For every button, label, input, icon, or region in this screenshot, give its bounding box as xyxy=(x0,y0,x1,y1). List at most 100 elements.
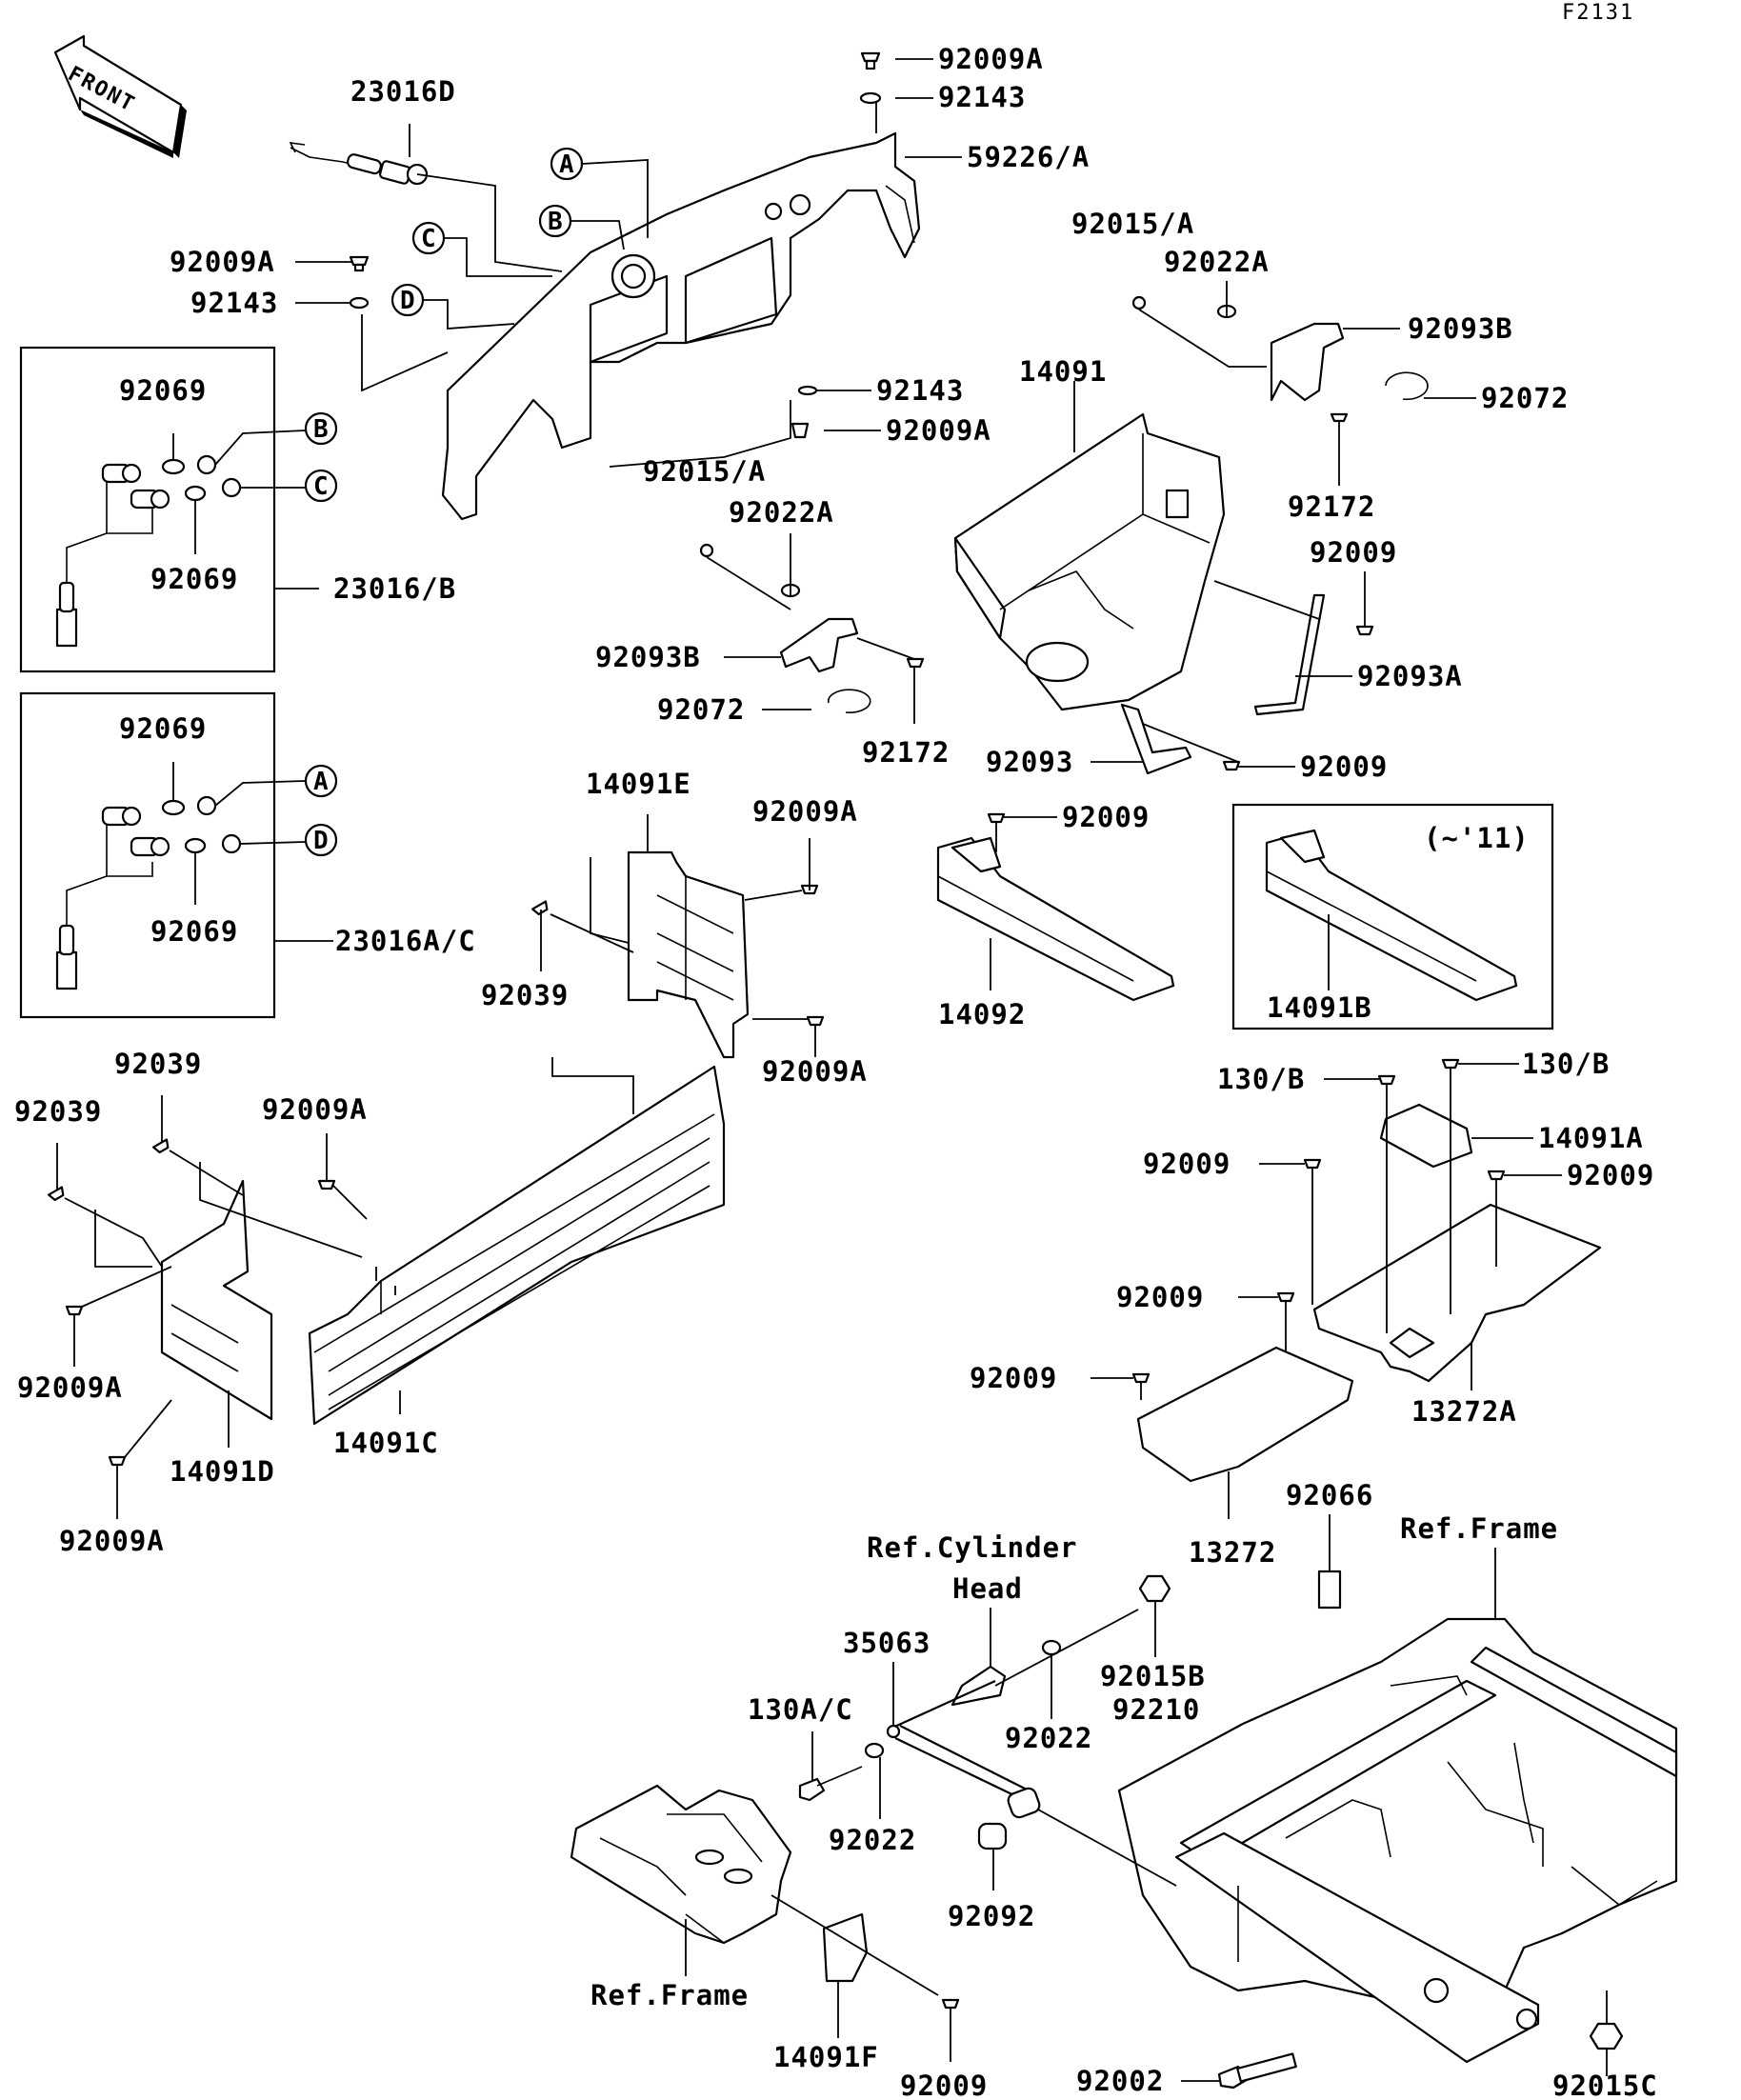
label-92009a-e2: 92009A xyxy=(762,1055,868,1088)
grommet-c-icon xyxy=(221,477,242,498)
part-23016b-harness xyxy=(55,463,170,648)
part-14091e-panel xyxy=(627,850,750,1059)
part-13272-plate xyxy=(1136,1346,1354,1483)
label-92069-b1: 92069 xyxy=(119,374,207,407)
label-130b-2: 130/B xyxy=(1522,1048,1610,1080)
leader xyxy=(169,1150,244,1196)
part-23016ac-harness xyxy=(55,806,170,990)
bolt-92009-r3-icon xyxy=(1276,1291,1295,1303)
nut-92015a-mid-icon xyxy=(699,543,714,558)
bolt-92009a-top-icon xyxy=(860,51,881,70)
bolt-92009-r2-icon xyxy=(1487,1170,1506,1181)
label-92009-right2: 92009 xyxy=(1300,750,1388,783)
label-92072-mid: 92072 xyxy=(657,693,745,726)
bolt-92009-right1-icon xyxy=(1355,625,1374,636)
callout-b-box: B xyxy=(304,411,338,446)
bolt-92009a-e2-icon xyxy=(806,1015,825,1027)
label-92092: 92092 xyxy=(948,1900,1035,1932)
label-14091c: 14091C xyxy=(333,1427,439,1459)
label-92022-2: 92022 xyxy=(829,1824,916,1856)
part-92093-bracket xyxy=(1120,703,1192,775)
leader xyxy=(423,299,515,330)
washer-92022-1-icon xyxy=(1041,1639,1062,1656)
label-92093: 92093 xyxy=(986,746,1073,778)
bolt-92009a-mid-icon xyxy=(790,422,810,439)
bolt-92009a-c-icon xyxy=(317,1179,336,1190)
cap-92069-b1-icon xyxy=(161,458,186,475)
label-130ac: 130A/C xyxy=(748,1693,853,1726)
bolt-92009-r4-icon xyxy=(1131,1372,1151,1384)
bolt-92172-right-icon xyxy=(1330,412,1349,423)
label-92069-b2: 92069 xyxy=(150,563,238,595)
label-14091: 14091 xyxy=(1019,355,1107,388)
callout-d-top: D xyxy=(390,283,425,317)
box-23016b xyxy=(19,346,276,673)
label-92143-mid: 92143 xyxy=(876,374,964,407)
label-92009a-d1: 92009A xyxy=(17,1371,123,1404)
label-92015a-right: 92015/A xyxy=(1071,208,1194,240)
label-92022-1: 92022 xyxy=(1005,1722,1092,1754)
bolt-92002-icon xyxy=(1217,2052,1297,2090)
label-92009a-d2: 92009A xyxy=(59,1525,165,1557)
label-92002: 92002 xyxy=(1076,2065,1164,2097)
note-ref-frame-right: Ref.Frame xyxy=(1400,1512,1558,1545)
part-13272a-plate xyxy=(1312,1203,1602,1383)
figure-code: F2131 xyxy=(1562,1,1634,25)
leader xyxy=(1138,309,1267,368)
label-92143-top: 92143 xyxy=(938,81,1026,113)
leader xyxy=(214,780,306,807)
nut-92015c-icon xyxy=(1589,2022,1624,2050)
grommet-b-icon xyxy=(196,454,217,475)
box-23016ac xyxy=(19,691,276,1019)
label-23016b: 23016/B xyxy=(333,572,456,605)
label-92015c: 92015C xyxy=(1552,2070,1658,2100)
part-14091f-bracket xyxy=(822,1912,869,1983)
clip-92072-right-icon xyxy=(1385,371,1429,401)
bolt-92009a-left-icon xyxy=(349,255,370,272)
front-arrow-icon: FRONT xyxy=(53,34,187,158)
label-92210: 92210 xyxy=(1112,1693,1200,1726)
bolt-130ac-icon xyxy=(798,1766,863,1802)
label-23016d: 23016D xyxy=(350,75,456,108)
part-main-frame xyxy=(1117,1617,1678,2064)
label-14092: 14092 xyxy=(938,998,1026,1030)
washer-92022-2-icon xyxy=(864,1742,885,1759)
leader xyxy=(856,637,915,660)
label-92039-b: 92039 xyxy=(114,1048,202,1080)
bolt-92009-right2-icon xyxy=(1222,760,1241,771)
label-92009a-left: 92009A xyxy=(170,246,275,278)
leader xyxy=(1142,723,1239,763)
svg-text:B: B xyxy=(548,208,563,236)
note-model-year: (~'11) xyxy=(1424,822,1530,854)
label-13272: 13272 xyxy=(1189,1536,1276,1569)
svg-text:C: C xyxy=(313,472,329,501)
svg-text:B: B xyxy=(313,415,329,444)
label-92009a-mid: 92009A xyxy=(886,414,991,447)
part-23016d-harness xyxy=(289,142,429,186)
callout-b-top: B xyxy=(538,204,572,238)
label-92072-right: 92072 xyxy=(1481,382,1569,414)
label-13272a: 13272A xyxy=(1411,1395,1517,1428)
label-14091b: 14091B xyxy=(1267,991,1372,1024)
label-92039-e: 92039 xyxy=(481,979,569,1011)
callout-a-box: A xyxy=(304,764,338,798)
box-14091b xyxy=(1231,803,1554,1030)
callout-d-box: D xyxy=(304,823,338,857)
note-ref-cylinder-head-1: Ref.Cylinder xyxy=(867,1531,1078,1564)
leader xyxy=(444,237,552,277)
label-14091f: 14091F xyxy=(773,2041,879,2073)
label-92009-r2: 92009 xyxy=(1567,1159,1654,1191)
washer-92143-top-icon xyxy=(859,91,882,105)
label-92009a-e1: 92009A xyxy=(752,795,858,828)
leader xyxy=(581,159,649,238)
label-92009-14092: 92009 xyxy=(1062,801,1150,833)
label-92009-r3: 92009 xyxy=(1116,1281,1204,1313)
label-92093b-mid: 92093B xyxy=(595,641,701,673)
clip-92072-mid-icon xyxy=(827,689,871,713)
label-92172-right: 92172 xyxy=(1288,490,1375,523)
label-35063: 35063 xyxy=(843,1627,931,1659)
bolt-130b-2-icon xyxy=(1441,1058,1460,1070)
bolt-92009-bottom-icon xyxy=(941,1998,960,2010)
bolt-130b-1-icon xyxy=(1377,1074,1396,1086)
